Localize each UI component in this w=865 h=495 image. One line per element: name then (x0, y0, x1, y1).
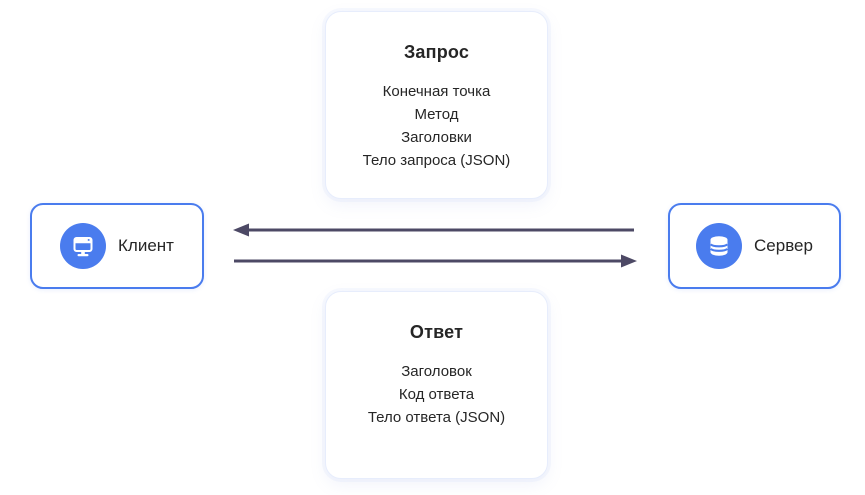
response-card-title: Ответ (409, 322, 464, 342)
database-icon (696, 223, 743, 269)
server-node: Сервер (668, 203, 841, 289)
monitor-icon (60, 223, 107, 269)
client-node: Клиент (30, 203, 204, 289)
response-item-code: Код ответа (398, 386, 475, 403)
response-card: Ответ Заголовок Код ответа Тело ответа (… (325, 291, 548, 479)
arrow-client-to-server (234, 254, 637, 268)
response-card-items: Заголовок Код ответа Тело ответа (JSON) (326, 360, 547, 429)
request-card: Запрос Конечная точка Метод Заголовки Те… (325, 11, 548, 199)
request-item-endpoint: Конечная точка (382, 83, 491, 100)
client-node-label: Клиент (118, 236, 174, 255)
request-item-headers: Заголовки (401, 129, 472, 146)
request-card-title: Запрос (403, 42, 470, 62)
arrow-server-to-client (233, 223, 634, 237)
response-item-body: Тело ответа (JSON) (367, 409, 506, 426)
response-item-header: Заголовок (401, 363, 472, 380)
request-item-body: Тело запроса (JSON) (362, 152, 511, 169)
request-item-method: Метод (414, 106, 459, 123)
server-node-label: Сервер (754, 236, 813, 255)
request-card-items: Конечная точка Метод Заголовки Тело запр… (326, 80, 547, 172)
request-response-arrows (233, 223, 637, 268)
